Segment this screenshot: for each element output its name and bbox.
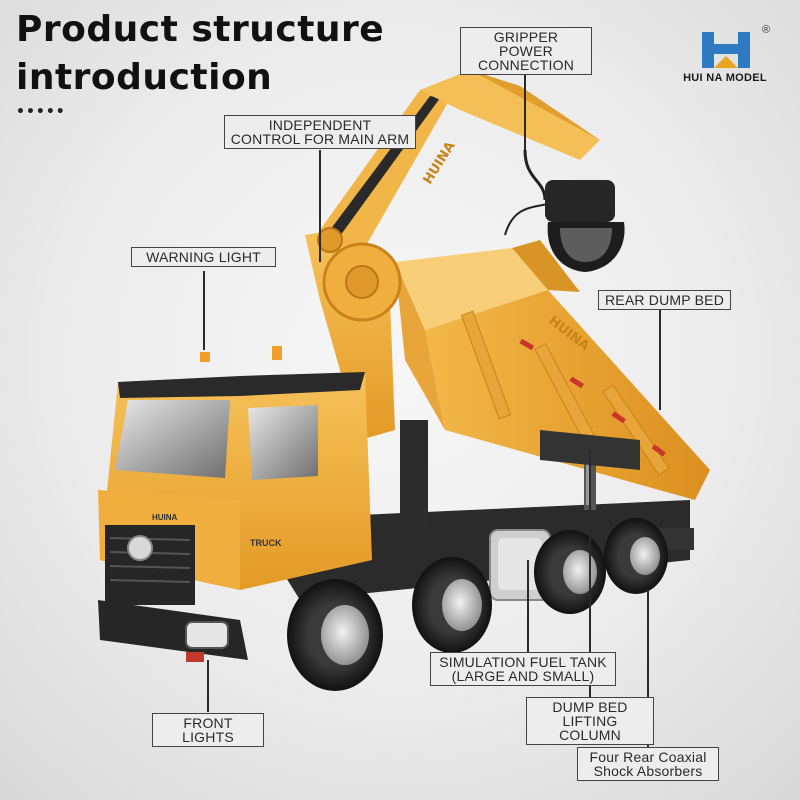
- door-badge-text: TRUCK: [250, 538, 282, 548]
- gripper: [504, 149, 625, 272]
- title-line-1: Product structure: [16, 9, 385, 50]
- label-rear-dump-bed: REAR DUMP BED: [598, 290, 731, 310]
- label-simulation-fuel-tank: SIMULATION FUEL TANK (LARGE AND SMALL): [430, 652, 616, 686]
- label-warning-light: WARNING LIGHT: [131, 247, 276, 267]
- page-title: Product structure introduction: [16, 6, 384, 102]
- wheel-rear-1: [534, 530, 606, 614]
- wheel-rear-2: [604, 518, 668, 594]
- arm-brand-text: HUINA: [421, 139, 459, 187]
- registered-mark: ®: [762, 24, 771, 36]
- callout-leader-lines: [203, 64, 661, 748]
- label-dump-bed-lifting-column: DUMP BED LIFTING COLUMN: [526, 697, 654, 745]
- brand-logo: ® HUI NA MODEL: [670, 22, 780, 92]
- wheel-front-2: [412, 557, 492, 653]
- label-front-lights: FRONT LIGHTS: [152, 713, 264, 747]
- wheel-front-1: [287, 579, 383, 691]
- grille-brand-text: HUINA: [152, 513, 178, 522]
- brand-name: HUI NA MODEL: [683, 72, 767, 84]
- wheels: [287, 518, 668, 691]
- truck-cab: TRUCK HUINA: [98, 346, 372, 662]
- label-independent-main-arm: INDEPENDENT CONTROL FOR MAIN ARM: [224, 115, 416, 149]
- title-dots: •••••: [16, 104, 66, 120]
- label-four-rear-shock-absorbers: Four Rear Coaxial Shock Absorbers: [577, 747, 719, 781]
- huina-logo-icon: [702, 32, 750, 68]
- simulation-fuel-tank: [489, 529, 551, 601]
- label-gripper-power-connection: GRIPPER POWER CONNECTION: [460, 27, 592, 75]
- title-line-2: introduction: [16, 57, 273, 98]
